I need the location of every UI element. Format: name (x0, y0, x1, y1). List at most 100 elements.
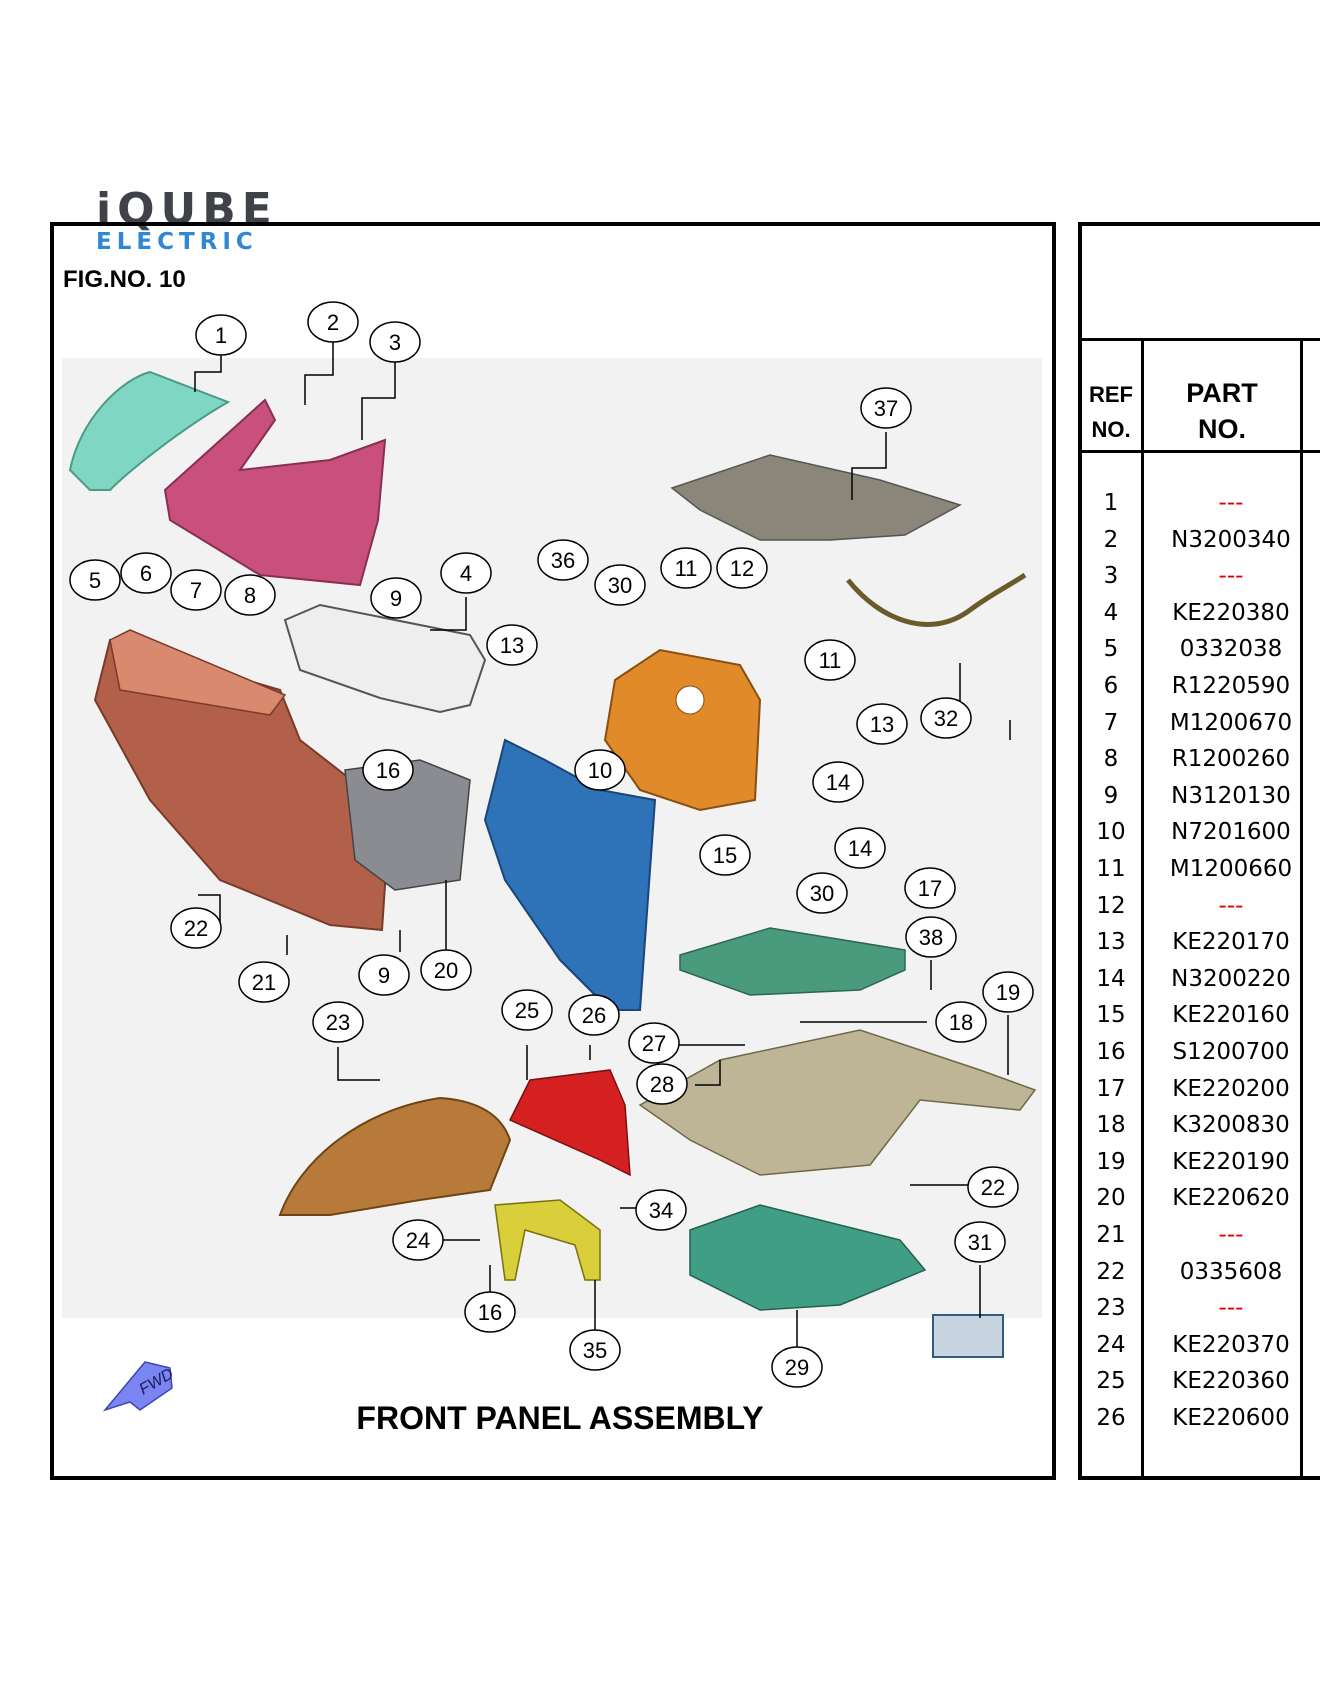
part-31-box (932, 1314, 1004, 1358)
callout-13: 13 (856, 703, 908, 745)
part-no-cell: KE220600 (1172, 1405, 1290, 1431)
ref-no-cell: 17 (1096, 1075, 1126, 1102)
part-no-cell: R1200260 (1171, 746, 1291, 773)
callout-label: 12 (730, 556, 754, 581)
callout-3: 3 (369, 321, 421, 363)
callout-label: 24 (406, 1228, 430, 1253)
callout-label: 19 (996, 980, 1020, 1005)
callout-25: 25 (501, 989, 553, 1031)
callout-label: 8 (244, 583, 256, 608)
part-no-cell: S1200700 (1172, 1039, 1290, 1065)
callout-label: 1 (215, 323, 227, 348)
part-no-cell: KE220360 (1172, 1368, 1290, 1395)
callout-label: 13 (500, 633, 524, 658)
callout-label: 7 (190, 578, 202, 603)
callout-27: 27 (628, 1022, 680, 1064)
callout-16: 16 (464, 1291, 516, 1333)
callout-label: 22 (981, 1175, 1005, 1200)
callout-label: 20 (434, 958, 458, 983)
part-25-red-cover (508, 1069, 631, 1177)
part-37-floor-mat (670, 454, 962, 541)
part-12-inner-panel (603, 648, 762, 812)
callout-9: 9 (358, 954, 410, 996)
ref-no-cell: 10 (1096, 819, 1126, 846)
callout-6: 6 (120, 552, 172, 594)
ref-no-cell: 15 (1096, 1002, 1126, 1029)
callout-15: 15 (699, 834, 751, 876)
part-no-cell: N3200340 (1171, 526, 1291, 553)
part-no-cell: N7201600 (1171, 819, 1291, 846)
callout-label: 23 (326, 1010, 350, 1035)
ref-no-cell: 21 (1096, 1222, 1126, 1248)
callout-31: 31 (954, 1221, 1006, 1263)
callout-8: 8 (224, 574, 276, 616)
callout-label: 25 (515, 998, 539, 1023)
callout-label: 16 (478, 1300, 502, 1325)
callout-label: 36 (551, 548, 575, 573)
part-no-cell: 0332038 (1179, 636, 1283, 663)
callout-13: 13 (486, 624, 538, 666)
ref-no-cell: 4 (1103, 599, 1119, 626)
ref-no-cell: 23 (1096, 1295, 1126, 1322)
table-header-bottom-rule (1078, 450, 1320, 453)
ref-no-cell: 24 (1096, 1331, 1126, 1358)
fwd-arrow-icon: FWD (102, 1361, 177, 1412)
callout-label: 13 (870, 712, 894, 737)
header-part-line1: PART (1186, 378, 1258, 408)
ref-no-cell: 18 (1096, 1112, 1126, 1139)
callout-label: 9 (378, 963, 390, 988)
part-21-lower-panel (93, 638, 392, 932)
callout-17: 17 (904, 867, 956, 909)
callout-21: 21 (238, 961, 290, 1003)
part-no-cell: 0335608 (1179, 1258, 1283, 1285)
callout-23: 23 (312, 1001, 364, 1043)
callout-30: 30 (796, 872, 848, 914)
callout-1: 1 (195, 314, 247, 356)
callout-14: 14 (812, 761, 864, 803)
callout-32: 32 (920, 697, 972, 739)
callout-label: 30 (810, 881, 834, 906)
figure-title: FRONT PANEL ASSEMBLY (356, 1400, 764, 1436)
ref-no-cell: 25 (1096, 1368, 1126, 1395)
callout-37: 37 (860, 387, 912, 429)
part-4-headlamp (283, 603, 487, 714)
table-col-rule-2 (1300, 338, 1303, 1480)
part-no-cell: --- (1218, 490, 1244, 516)
header-part-line2: NO. (1197, 414, 1246, 444)
callout-5: 5 (69, 559, 121, 601)
part-no-cell: N3200220 (1171, 965, 1291, 992)
callout-18: 18 (935, 1001, 987, 1043)
part-no-cell: --- (1218, 563, 1244, 590)
callout-label: 3 (389, 330, 401, 355)
callout-14: 14 (834, 827, 886, 869)
part-24-bracket (494, 1199, 601, 1281)
callout-label: 32 (934, 706, 958, 731)
callout-label: 34 (649, 1198, 673, 1223)
callout-35: 35 (569, 1329, 621, 1371)
part-no-cell: KE220620 (1172, 1185, 1290, 1212)
ref-no-cell: 20 (1096, 1185, 1126, 1212)
part-3-shield (163, 398, 387, 587)
ref-no-cell: 16 (1096, 1039, 1126, 1065)
part-no-cell: M1200660 (1169, 856, 1293, 882)
callout-label: 14 (848, 836, 872, 861)
callout-24: 24 (392, 1219, 444, 1261)
callout-2: 2 (307, 301, 359, 343)
part-no-cell: K3200830 (1172, 1112, 1290, 1139)
header-ref-line2: NO. (1091, 417, 1131, 442)
callout-16: 16 (362, 749, 414, 791)
callout-22: 22 (170, 907, 222, 949)
part-20-module (344, 759, 471, 891)
ref-no-cell: 7 (1103, 709, 1119, 736)
table-header-top-rule (1078, 338, 1320, 341)
part-no-cell: M1200670 (1169, 709, 1293, 736)
callout-34: 34 (635, 1189, 687, 1231)
callout-19: 19 (982, 971, 1034, 1013)
callout-label: 35 (583, 1338, 607, 1363)
callout-label: 30 (608, 573, 632, 598)
callout-label: 27 (642, 1031, 666, 1056)
callout-11: 11 (804, 639, 856, 681)
ref-no-cell: 8 (1103, 746, 1119, 773)
callout-label: 31 (968, 1230, 992, 1255)
ref-no-cell: 26 (1096, 1405, 1126, 1431)
